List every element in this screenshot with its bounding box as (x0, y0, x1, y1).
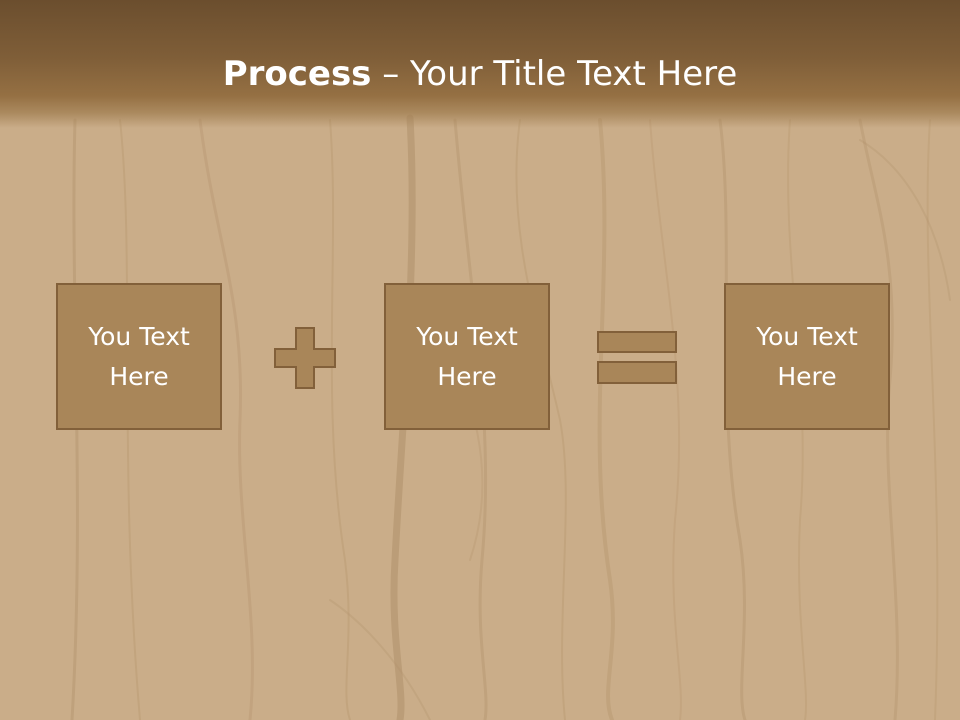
process-box-2-label: You Text Here (416, 321, 518, 391)
process-box-2[interactable]: You Text Here (384, 283, 550, 430)
title-rest: – Your Title Text Here (371, 54, 738, 94)
title-bold: Process (222, 54, 372, 94)
equals-icon (597, 331, 677, 384)
slide-title: Process – Your Title Text Here (0, 52, 960, 96)
process-box-3[interactable]: You Text Here (724, 283, 890, 430)
plus-icon (274, 327, 336, 389)
process-box-3-label: You Text Here (756, 321, 858, 391)
title-bar (0, 0, 960, 128)
process-box-1[interactable]: You Text Here (56, 283, 222, 430)
process-box-1-label: You Text Here (88, 321, 190, 391)
